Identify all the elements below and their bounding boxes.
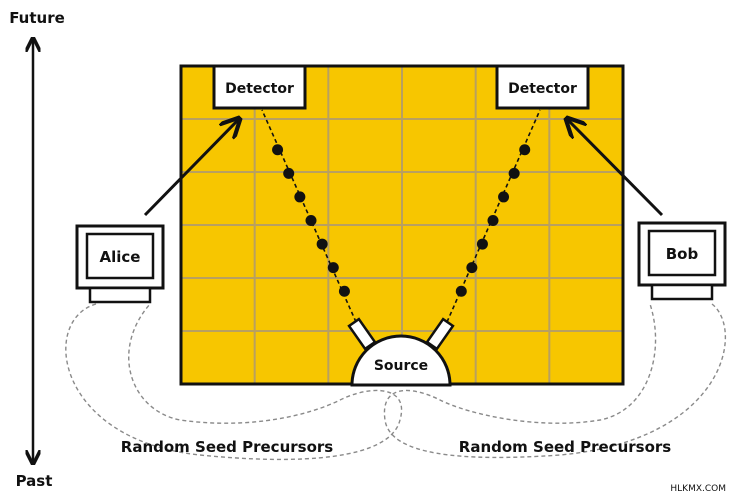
left-photon-dot-icon — [272, 144, 284, 156]
bob-screen — [647, 229, 717, 277]
right-detector-label: Detector — [508, 81, 577, 97]
alice-computer: Alice — [75, 224, 165, 304]
grid-lines — [181, 66, 623, 384]
bob-computer: Bob — [637, 221, 727, 301]
past-label: Past — [16, 472, 53, 490]
right-photon-dot-icon — [466, 262, 478, 274]
photon-paths — [261, 109, 541, 323]
right-seed-label: Random Seed Precursors — [459, 438, 672, 456]
watermark: HLKMX.COM — [670, 484, 726, 494]
source: Source — [347, 317, 455, 387]
bob-arrow — [568, 120, 664, 217]
bob-base — [650, 283, 714, 301]
alice-label: Alice — [100, 248, 141, 266]
left-seed-label: Random Seed Precursors — [121, 438, 334, 456]
left-photon-dot-icon — [294, 191, 306, 203]
alice-base — [88, 286, 152, 304]
bob-seed-curve — [383, 303, 726, 459]
right-photon-dot-icon — [498, 191, 510, 203]
source-label: Source — [374, 358, 428, 374]
future-label: Future — [9, 9, 65, 27]
alice-seed-curve — [65, 303, 403, 461]
bob-label: Bob — [666, 245, 699, 263]
left-photon-dot-icon — [305, 215, 317, 226]
alice-arrow — [143, 120, 238, 217]
left-detector: Detector — [212, 64, 307, 110]
right-photon-dot-icon — [508, 167, 520, 179]
right-photon-dot-icon — [519, 144, 531, 156]
spacetime-grid — [179, 64, 625, 386]
alice-screen — [85, 232, 155, 280]
left-detector-label: Detector — [225, 81, 294, 97]
left-photon-dot-icon — [327, 262, 339, 274]
right-photon-dot-icon — [476, 238, 488, 250]
left-detector-box — [212, 64, 307, 110]
source-dome — [350, 334, 452, 387]
right-detector-box — [495, 64, 590, 110]
random-seed-curves — [65, 303, 726, 461]
left-photon-dot-icon — [283, 167, 295, 179]
right-detector: Detector — [495, 64, 590, 110]
right-photon-dot-icon — [455, 285, 467, 297]
left-photon-dot-icon — [338, 285, 350, 297]
right-photon-dot-icon — [487, 215, 499, 226]
left-photon-dot-icon — [316, 238, 328, 250]
